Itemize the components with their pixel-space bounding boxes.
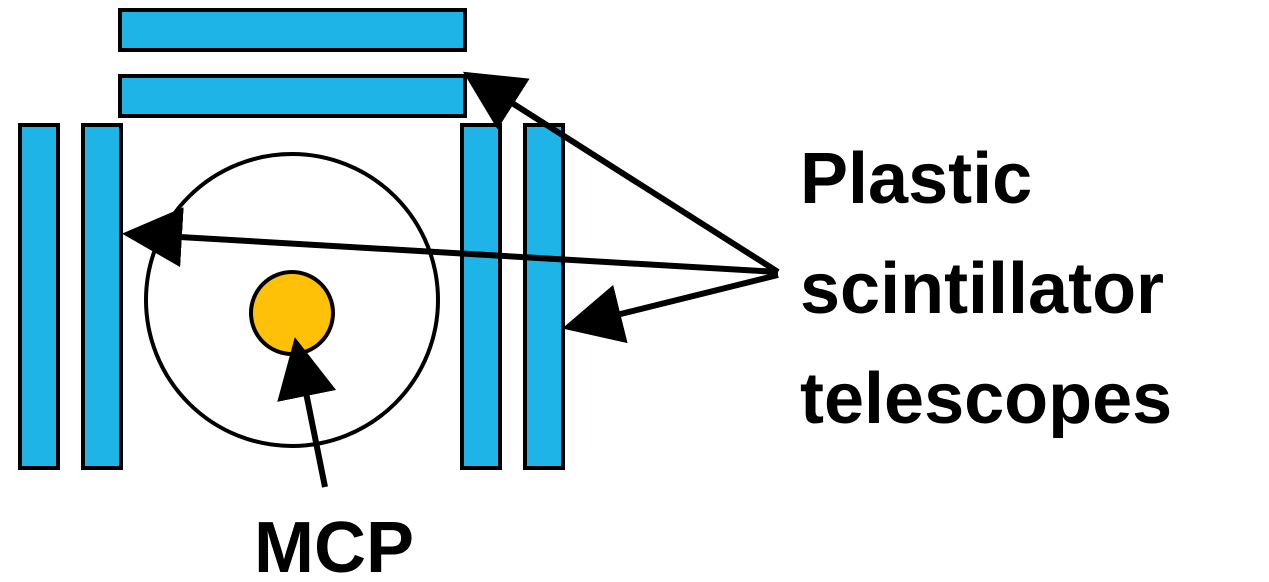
label-telescopes-line3: telescopes	[800, 359, 1172, 439]
arrow-to-right-bar	[562, 272, 779, 344]
arrow-to-top-bar	[462, 71, 780, 275]
arrow-to-mcp	[277, 337, 337, 488]
arrow-to-left-bar	[122, 207, 779, 275]
scintillator-bar-top-outer	[118, 8, 467, 52]
scintillator-bar-left-inner	[81, 123, 123, 470]
scintillator-bar-left-outer	[18, 123, 60, 470]
chamber-circle	[144, 152, 440, 448]
label-mcp: MCP	[254, 508, 414, 582]
scintillator-bar-right-outer	[523, 123, 565, 470]
mcp-disc	[249, 270, 335, 356]
label-telescopes-line1: Plastic	[800, 139, 1032, 219]
scintillator-bar-right-inner	[460, 123, 502, 470]
label-telescopes-line2: scintillator	[800, 249, 1164, 329]
scintillator-bar-top-inner	[118, 74, 467, 118]
